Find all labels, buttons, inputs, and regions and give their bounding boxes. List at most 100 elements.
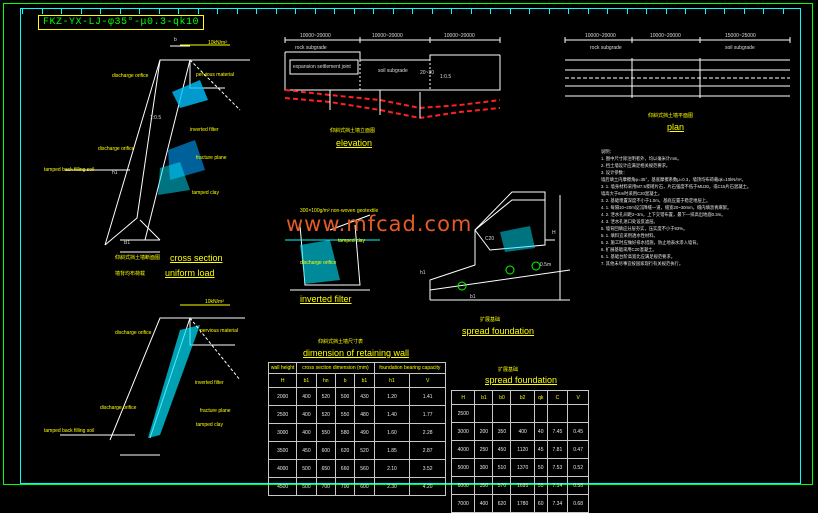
- dimension-table-cell: 1.20: [373, 387, 411, 406]
- top-label-discharge-orifice-2: discharge orifice: [98, 146, 135, 152]
- spread-label-H: H: [552, 230, 556, 236]
- foundation-table-cell: 50: [533, 458, 548, 477]
- note-line: 4. 1. 每隔10~20m设沉降缝一道，缝宽20~30mm，缝内填沥青麻絮。: [601, 205, 732, 210]
- top-dim-b: b: [174, 37, 177, 43]
- frame-tick: [217, 9, 218, 14]
- top-label-tamped-backfill: tamped back filling soil: [44, 167, 95, 173]
- dimension-table-cell: 480: [354, 405, 375, 424]
- foundation-table-cell: [492, 404, 512, 423]
- frame-tick: [568, 9, 569, 14]
- dimension-table-cell: 550: [315, 423, 336, 442]
- dimension-table-cell: 2000: [267, 387, 298, 406]
- cross-section-top: [65, 44, 250, 253]
- dimension-table-cell: 660: [334, 459, 356, 478]
- frame-tick: [509, 9, 511, 14]
- foundation-table-cell: 7.14: [546, 476, 569, 495]
- foundation-table-cell: 1780: [510, 494, 535, 513]
- spread-label-c20: C20: [485, 236, 495, 242]
- foundation-table-cell: 0.68: [567, 494, 589, 513]
- bottom-load-label: 10kN/m²: [205, 299, 224, 305]
- foundation-table-cell: 300: [474, 458, 494, 477]
- dimension-table-title: dimension of retaining wall: [303, 348, 410, 358]
- top-load-label: 10kN/m²: [208, 40, 227, 46]
- dimension-table-cell: 2.10: [373, 459, 411, 478]
- drawing-title: FKZ-YX-LJ-φ35°-μ0.3-qk10: [38, 15, 205, 30]
- foundation-table-cell: 60: [533, 494, 548, 513]
- dimension-table-cell: 4000: [267, 459, 298, 478]
- inverted-filter-tamped-clay: tamped clay: [338, 238, 365, 244]
- foundation-table-cell: 4000: [450, 440, 476, 459]
- dimension-table: wall height cross section dimension (mm)…: [267, 362, 447, 496]
- elevation-slope: 1:0.5: [440, 74, 452, 80]
- note-line: 3. 2. 基础埋置深度不小于1.0m，基底应置于稳定地层上。: [601, 198, 711, 203]
- frame-tick: [646, 9, 647, 14]
- elevation-soil-subgrade: soil subgrade: [378, 68, 408, 74]
- frame-tick: [256, 9, 257, 14]
- watermark-text: www.mfcad.com: [286, 212, 473, 236]
- dimension-table-cell: 2.30: [373, 477, 411, 496]
- foundation-table-cell: 0.45: [567, 422, 589, 441]
- frame-tick: [431, 9, 433, 14]
- spread-label-b1: b1: [470, 294, 476, 300]
- note-line: 4. 3. 泄水孔进口处设反滤层。: [601, 219, 658, 224]
- elevation-rock-subgrade: rock subgrade: [295, 45, 327, 51]
- frame-tick: [178, 9, 179, 14]
- dimension-table-cell: 1.41: [409, 387, 446, 406]
- spread-foundation-caption-cn: 扩展基础: [480, 317, 501, 323]
- drawing-canvas: [60, 37, 791, 456]
- frame-tick: [236, 9, 238, 14]
- bottom-label-fracture-plane: fracture plane: [200, 408, 231, 414]
- dimension-table-cell: 4.20: [409, 477, 446, 496]
- bottom-label-tamped-clay: tamped clay: [196, 422, 223, 428]
- dimension-table-cell: 1.40: [373, 405, 411, 424]
- frame-tick: [490, 9, 491, 14]
- top-label-inverted-filter: inverted filter: [190, 127, 219, 133]
- dimension-table-title-cn: 仰斜式挡土墙尺寸表: [318, 339, 364, 345]
- dimension-table-cell: 1.77: [409, 405, 446, 424]
- foundation-table-cell: 7.34: [546, 494, 569, 513]
- dimension-table-cell: 3.52: [409, 459, 446, 478]
- frame-tick: [607, 9, 608, 14]
- bottom-label-pervious-material: pervious material: [200, 328, 239, 334]
- frame-tick: [763, 9, 764, 14]
- frame-tick: [392, 9, 394, 14]
- foundation-table-cell: 200: [474, 422, 494, 441]
- foundation-table-header-cell: C: [546, 390, 569, 405]
- foundation-table-cell: 350: [474, 476, 494, 495]
- frame-tick: [451, 9, 452, 14]
- frame-tick: [353, 9, 355, 14]
- foundation-table-cell: 7.53: [546, 458, 569, 477]
- dimension-table-cell: 500: [296, 459, 317, 478]
- foundation-table-header-cell: qk: [533, 390, 548, 405]
- plan-caption: plan: [667, 122, 685, 132]
- frame-tick: [119, 9, 121, 14]
- dimension-table-cell: 700: [334, 477, 356, 496]
- dimension-table-cell: 500: [334, 387, 356, 406]
- foundation-table-cell: 1370: [510, 458, 535, 477]
- note-line: 2. 挡土墙设计应满足相关规范要求。: [601, 163, 671, 168]
- foundation-table-cell: 0.58: [567, 476, 589, 495]
- dimension-table-cell: 700: [315, 477, 336, 496]
- frame-tick: [100, 9, 101, 14]
- foundation-table-cell: [567, 404, 589, 423]
- note-line: 墙高大于6m时采用C20混凝土。: [601, 191, 663, 196]
- foundation-table-cell: 570: [492, 476, 512, 495]
- uniform-load-caption-cn: 墙背均布荷载: [115, 271, 146, 277]
- inverted-filter-orifice: discharge orifice: [300, 260, 337, 266]
- dimension-table-header-cell: V: [409, 373, 446, 388]
- spread-label-h1: h1: [420, 270, 426, 276]
- foundation-table-cell: 7.81: [546, 440, 569, 459]
- note-line: 说明：: [601, 149, 614, 154]
- frame-tick: [743, 9, 745, 14]
- frame-tick: [685, 9, 686, 14]
- foundation-table-cell: 5000: [450, 458, 476, 477]
- elevation-span-1: 10000~20000: [300, 33, 331, 39]
- dimension-table-cell: 520: [354, 441, 375, 460]
- frame-tick: [139, 9, 140, 14]
- plan-view: [564, 37, 791, 98]
- uniform-load-caption: uniform load: [165, 268, 215, 278]
